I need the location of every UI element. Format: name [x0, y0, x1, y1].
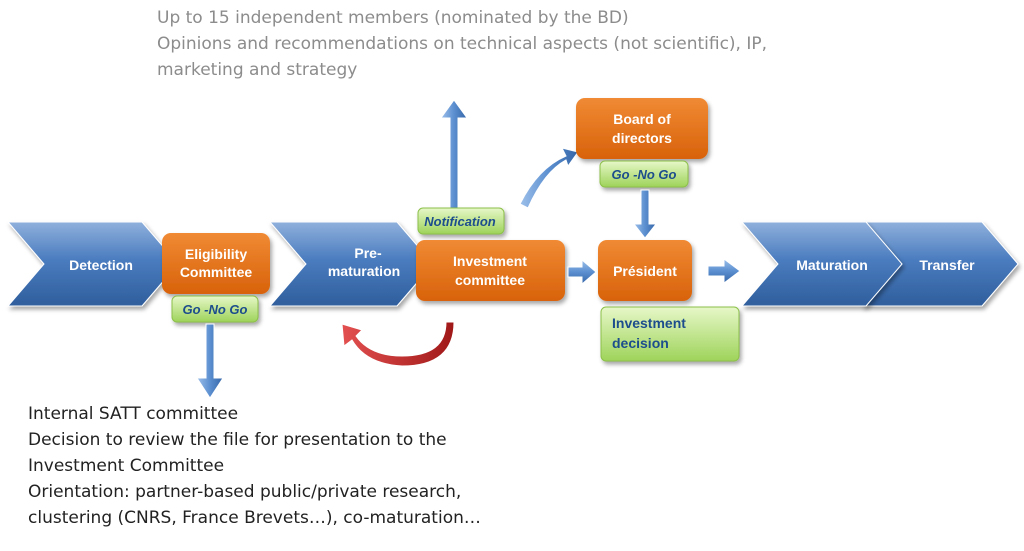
- investment-decision-line2: decision: [612, 335, 669, 351]
- eligibility-go-label: Go -No Go: [183, 302, 248, 317]
- note-line: Investment Committee: [28, 456, 225, 476]
- maturation-label: Maturation: [796, 257, 868, 273]
- right-arrow-to-maturation-icon: [707, 258, 741, 284]
- note-line: Orientation: partner-based public/privat…: [28, 482, 462, 502]
- notification-tag: Notification: [417, 207, 505, 235]
- investment-decision-line1: Investment: [612, 315, 686, 331]
- curved-arrow-to-board-icon: [519, 147, 579, 209]
- board-label-line2: directors: [612, 130, 672, 146]
- prematuration-chevron: Pre- maturation: [268, 221, 434, 307]
- up-arrow-icon: [440, 99, 468, 213]
- investment-decision-tag: Investment decision: [600, 306, 740, 362]
- down-arrow-icon: [196, 323, 224, 399]
- return-arrow-icon: [341, 321, 455, 367]
- note-line: clustering (CNRS, France Brevets…), co-m…: [28, 508, 481, 528]
- eligibility-label-line2: Committee: [180, 264, 253, 280]
- maturation-chevron: Maturation: [740, 221, 903, 307]
- president-box: Président: [598, 240, 692, 301]
- board-go-nogo-tag: Go -No Go: [599, 160, 689, 188]
- transfer-chevron: Transfer: [860, 221, 1019, 307]
- transfer-label: Transfer: [919, 257, 975, 273]
- investment-label-line2: committee: [455, 272, 525, 288]
- right-arrow-icon: [567, 258, 597, 286]
- eligibility-label-line1: Eligibility: [185, 246, 247, 262]
- note-line: marketing and strategy: [157, 60, 358, 80]
- down-arrow-to-president-icon: [632, 189, 658, 239]
- investment-committee-box: Investment committee: [416, 240, 565, 301]
- board-go-label: Go -No Go: [612, 167, 677, 182]
- note-line: Internal SATT committee: [28, 404, 239, 424]
- president-label: Président: [613, 263, 677, 279]
- investment-label-line1: Investment: [453, 253, 527, 269]
- board-of-directors-box: Board of directors: [576, 98, 708, 159]
- note-line: Up to 15 independent members (nominated …: [157, 8, 629, 28]
- prematuration-label-line1: Pre-: [354, 245, 382, 261]
- committee-description-note: Up to 15 independent members (nominated …: [157, 10, 767, 88]
- eligibility-committee-box: Eligibility Committee: [162, 233, 270, 294]
- prematuration-label-line2: maturation: [328, 263, 400, 279]
- notification-label: Notification: [424, 214, 496, 229]
- eligibility-go-nogo-tag: Go -No Go: [171, 295, 259, 323]
- note-line: Opinions and recommendations on technica…: [157, 34, 768, 54]
- detection-chevron: Detection: [6, 221, 179, 307]
- detection-label: Detection: [69, 257, 133, 273]
- board-label-line1: Board of: [613, 111, 671, 127]
- note-line: Decision to review the file for presenta…: [28, 430, 447, 450]
- internal-committee-note: Internal SATT committee Decision to revi…: [28, 406, 481, 536]
